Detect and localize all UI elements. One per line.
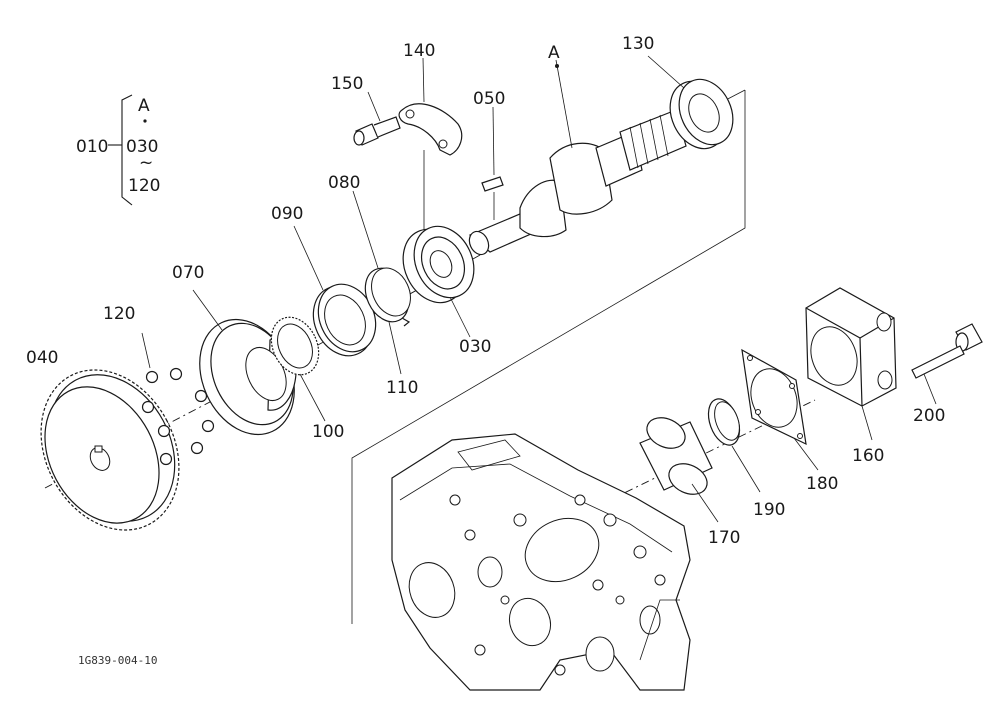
bolt-150 <box>353 91 401 146</box>
label-180: 180 <box>806 474 838 494</box>
label-group-120: 120 <box>128 176 160 196</box>
snap-ring-190 <box>707 398 761 493</box>
label-190: 190 <box>753 500 785 520</box>
label-050: 050 <box>473 89 505 109</box>
sleeve-170 <box>639 417 719 523</box>
label-080: 080 <box>328 173 360 193</box>
label-160: 160 <box>852 446 884 466</box>
label-010: 010 <box>76 137 108 157</box>
label-100: 100 <box>312 422 344 442</box>
bolt-200 <box>911 323 983 405</box>
label-200: 200 <box>913 406 945 426</box>
bearing-ring-090 <box>293 225 377 357</box>
label-120: 120 <box>103 304 135 324</box>
label-group-030: 030 <box>126 137 158 157</box>
label-140: 140 <box>403 41 435 61</box>
snap-rings-080-110 <box>352 190 411 375</box>
gear-040 <box>40 369 180 531</box>
label-group-a: A <box>138 96 150 116</box>
ball-cage-100 <box>270 316 326 422</box>
label-ref-a: A <box>548 43 560 63</box>
housing-160 <box>805 287 897 441</box>
label-150: 150 <box>331 74 363 94</box>
label-070: 070 <box>172 263 204 283</box>
gasket-180 <box>741 348 819 471</box>
figure-code: 1G839-004-10 <box>78 654 157 667</box>
label-130: 130 <box>622 34 654 54</box>
part-labels: A 140 130 150 050 080 090 070 120 040 03… <box>26 34 945 548</box>
thrust-plate-140 <box>398 57 463 230</box>
balls-120 <box>141 332 215 466</box>
key-050 <box>481 106 504 220</box>
label-110: 110 <box>386 378 418 398</box>
bearing-030 <box>402 225 475 338</box>
label-group-tilde: ~ <box>139 153 153 173</box>
label-030: 030 <box>459 337 491 357</box>
label-090: 090 <box>271 204 303 224</box>
group-bracket: 010 A 030 ~ 120 <box>76 94 160 206</box>
bearing-130 <box>647 55 734 150</box>
camshaft-a <box>468 59 687 256</box>
label-040: 040 <box>26 348 58 368</box>
label-170: 170 <box>708 528 740 548</box>
engine-block <box>391 433 691 691</box>
